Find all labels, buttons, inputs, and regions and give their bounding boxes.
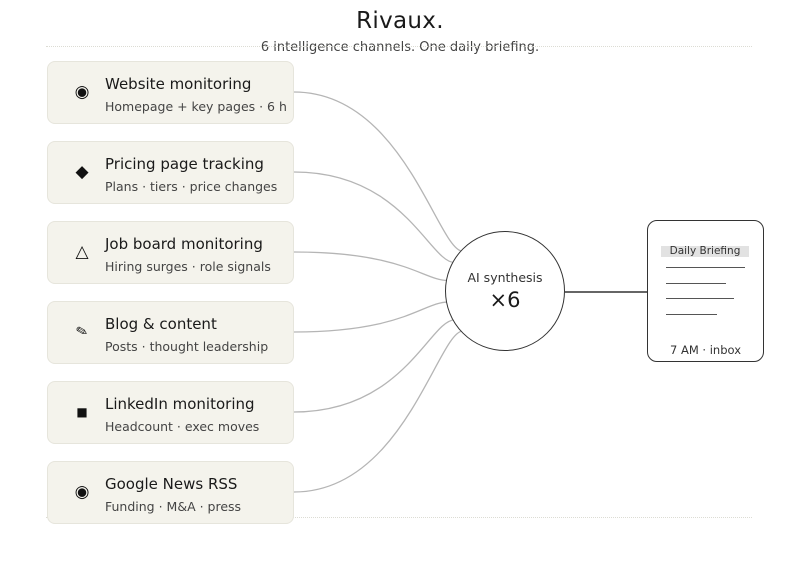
channel-connector	[293, 330, 464, 493]
channel-connector	[293, 301, 449, 333]
channel-subtitle: Headcount · exec moves	[105, 419, 260, 434]
page-subtitle: 6 intelligence channels. One daily brief…	[260, 40, 540, 55]
hub-multiplier: ×6	[489, 288, 521, 312]
pencil-icon: ✎	[74, 322, 90, 342]
channel-connector	[293, 171, 455, 264]
channel-title: Pricing page tracking	[105, 155, 264, 173]
square-icon: ■	[76, 405, 88, 419]
bottom-divider	[46, 517, 752, 518]
channel-subtitle: Posts · thought leadership	[105, 339, 269, 354]
channel-subtitle: Homepage + key pages · 6 h	[105, 99, 287, 114]
briefing-title: Daily Briefing	[661, 246, 749, 257]
channel-subtitle: Plans · tiers · price changes	[105, 179, 278, 194]
channel-card: ◉ Google News RSS Funding · M&A · press	[47, 461, 294, 524]
channel-title: Website monitoring	[105, 75, 252, 93]
triangle-icon: △	[75, 242, 89, 262]
briefing-line	[666, 298, 734, 299]
channel-title: LinkedIn monitoring	[105, 395, 255, 413]
channel-connector	[293, 91, 463, 252]
channel-subtitle: Funding · M&A · press	[105, 499, 242, 514]
briefing-line	[666, 314, 717, 315]
diamond-icon: ◆	[75, 162, 89, 182]
daily-briefing-document: Daily Briefing 7 AM · inbox	[647, 220, 764, 362]
briefing-footer: 7 AM · inbox	[670, 343, 741, 357]
channel-connector	[293, 319, 455, 413]
ai-synthesis-hub: AI synthesis ×6	[445, 231, 565, 351]
page-title: Rivaux.	[356, 8, 444, 34]
channel-title: Blog & content	[105, 315, 217, 333]
briefing-line	[666, 267, 745, 268]
hub-label: AI synthesis	[467, 270, 543, 285]
channel-connector	[293, 251, 448, 282]
top-divider	[46, 46, 752, 47]
channel-title: Google News RSS	[105, 475, 238, 493]
channel-title: Job board monitoring	[105, 235, 263, 253]
channel-subtitle: Hiring surges · role signals	[105, 259, 271, 274]
target-icon: ◉	[74, 482, 90, 502]
target-icon: ◉	[74, 82, 90, 102]
briefing-line	[666, 283, 726, 284]
